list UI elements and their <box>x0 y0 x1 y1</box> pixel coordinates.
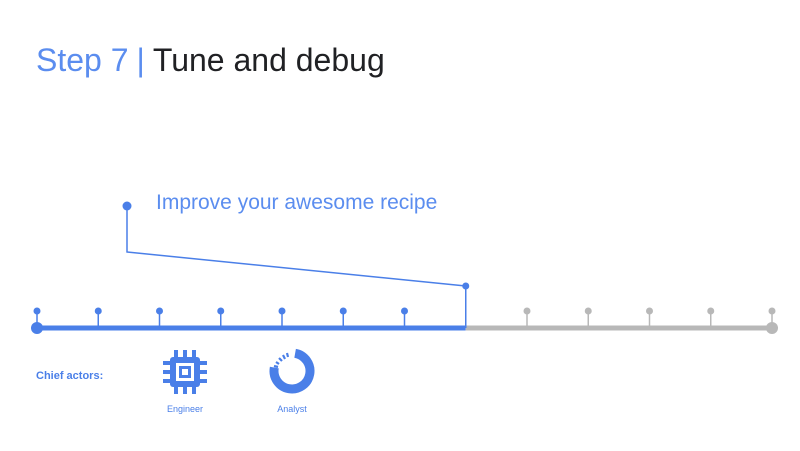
donut-chart-icon <box>269 348 315 394</box>
timeline-tick-dot <box>401 307 408 315</box>
timeline-tick-dot <box>339 307 347 315</box>
timeline-tick-dot <box>584 307 592 315</box>
timeline-tick-dot <box>33 307 41 315</box>
timeline-end-marker <box>766 322 778 334</box>
timeline-tick-dot <box>707 307 715 315</box>
actor-engineer-label: Engineer <box>166 404 204 414</box>
timeline-tick-dot <box>94 307 102 315</box>
timeline-tick-dot <box>646 307 653 315</box>
actor-engineer: Engineer <box>140 348 230 414</box>
timeline-tick-dot <box>768 307 776 315</box>
callout-dot <box>122 201 132 211</box>
actor-analyst-label: Analyst <box>277 404 307 414</box>
step-number: Step 7 <box>36 42 129 78</box>
step-title: Tune and debug <box>152 42 385 78</box>
page-title: Step 7|Tune and debug <box>36 40 385 80</box>
timeline-tick-dot <box>278 307 286 315</box>
timeline-tick-dot <box>217 307 225 315</box>
chip-icon <box>163 350 207 394</box>
chief-actors-label: Chief actors: <box>36 370 104 382</box>
title-separator: | <box>136 42 145 78</box>
timeline-tick-dot <box>523 307 531 315</box>
timeline-tick-dot <box>156 307 163 315</box>
timeline-start-marker <box>31 322 43 334</box>
callout-connector <box>126 206 466 287</box>
actor-analyst: Analyst <box>247 346 337 414</box>
callout-text: Improve your awesome recipe <box>156 191 438 214</box>
